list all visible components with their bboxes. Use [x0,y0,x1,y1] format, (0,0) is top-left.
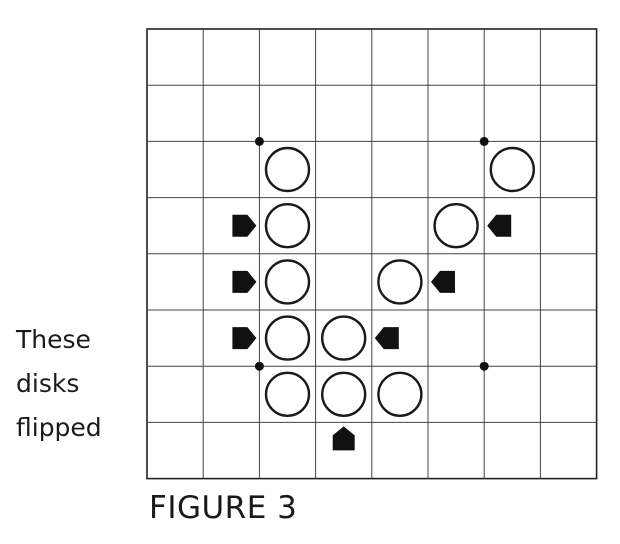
star-point [479,361,489,371]
white-disk [489,146,535,193]
star-points [254,136,489,371]
white-disk [377,259,423,305]
star-point [254,136,264,146]
side-caption: These disks flipped [16,318,136,450]
star-point [479,136,489,146]
star-point [254,361,264,371]
arrow-right-icon [232,214,257,237]
arrow-right-icon [232,270,257,293]
white-disk [321,371,367,417]
white-disk [264,315,311,361]
arrow-up-icon [332,426,355,451]
arrow-left-icon [431,270,455,293]
caption-line-1: These [16,325,91,354]
figure-label: FIGURE 3 [149,490,298,526]
white-disk [433,202,479,249]
caption-line-2: disks [16,369,80,398]
arrow-left-icon [487,214,512,237]
arrows [232,214,512,451]
arrow-left-icon [374,327,399,350]
white-disk [264,259,311,305]
caption-line-3: flipped [16,413,102,442]
white-disk [264,202,311,249]
arrow-right-icon [232,327,257,350]
white-disk [264,371,311,417]
white-disk [264,146,311,193]
board-grid [146,28,598,480]
white-disk [321,315,367,361]
white-disk [377,371,423,417]
disks [264,146,535,417]
